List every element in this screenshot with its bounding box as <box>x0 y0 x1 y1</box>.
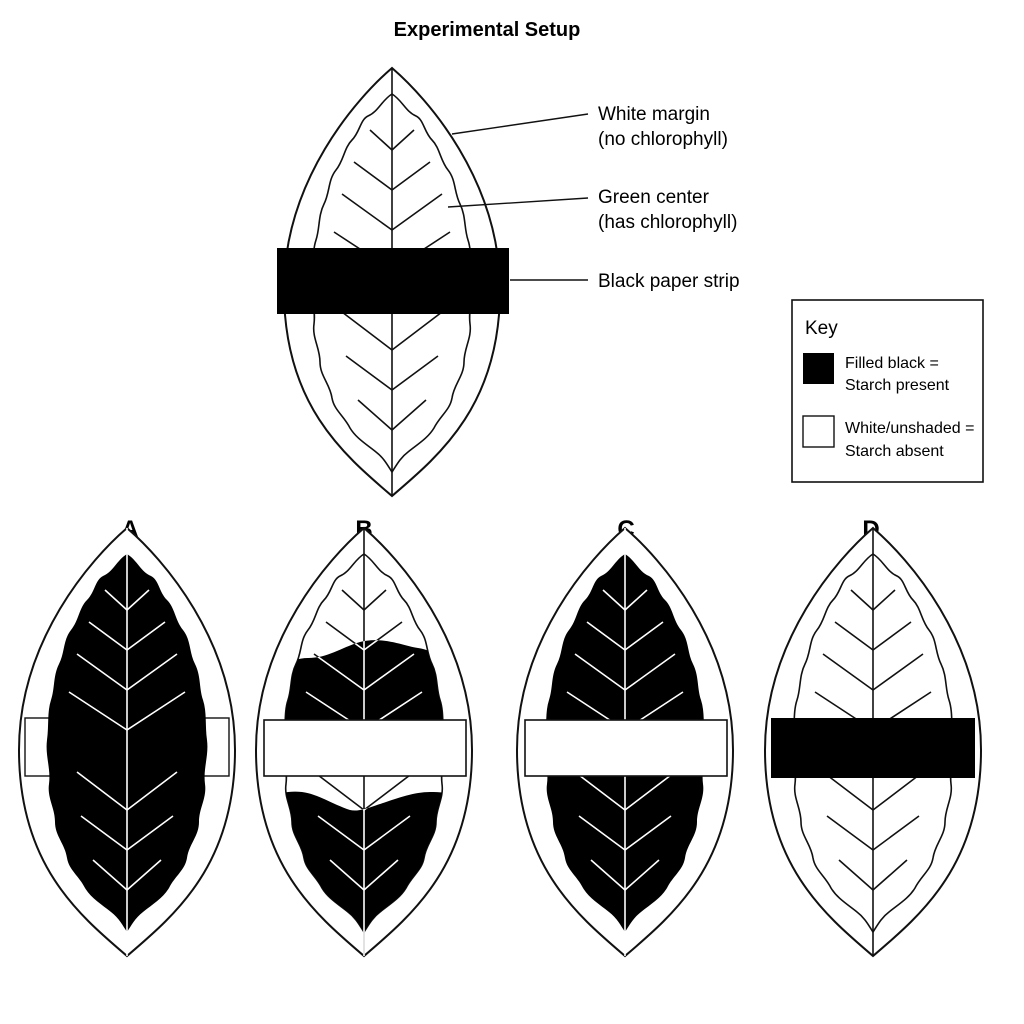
key-swatch-filled <box>803 353 834 384</box>
figure-title: Experimental Setup <box>394 19 581 41</box>
key-swatch-empty <box>802 415 835 448</box>
key-empty-line2: Starch absent <box>845 443 944 460</box>
callout-white-margin: White margin (no chlorophyll) <box>598 104 728 150</box>
option-c-strip <box>524 719 728 777</box>
callout-green-center-line1: Green center <box>598 187 710 208</box>
key-filled-line1: Filled black = <box>845 355 939 372</box>
black-paper-strip <box>277 248 509 314</box>
option-c: C <box>516 516 734 957</box>
callout-green-center-line2: (has chlorophyll) <box>598 212 737 233</box>
option-a: A <box>18 516 236 957</box>
option-b-strip <box>263 719 467 777</box>
callout-lines <box>447 113 589 281</box>
key-filled-line2: Starch present <box>845 377 950 394</box>
option-d-strip <box>771 718 975 778</box>
callout-white-margin-line1: White margin <box>598 104 710 125</box>
option-b: B <box>255 516 473 957</box>
callout-green-center: Green center (has chlorophyll) <box>598 187 737 233</box>
key-title: Key <box>805 318 838 339</box>
callout-white-margin-line2: (no chlorophyll) <box>598 129 728 150</box>
callout-black-strip-line1: Black paper strip <box>598 271 740 292</box>
option-d: D <box>764 516 982 957</box>
key-empty-line1: White/unshaded = <box>845 420 974 437</box>
setup-leaf <box>277 67 509 497</box>
key-box: Key Filled black = Starch present White/… <box>791 299 984 483</box>
callout-black-strip: Black paper strip <box>598 271 740 292</box>
